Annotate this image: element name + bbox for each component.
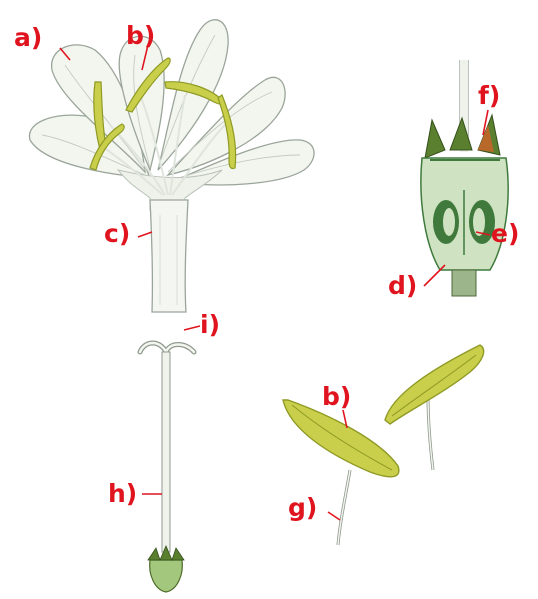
corolla-illustration	[29, 20, 314, 312]
label-g: g)	[288, 493, 317, 522]
anther-small	[385, 345, 484, 424]
label-i: i)	[200, 310, 220, 339]
style	[162, 352, 170, 552]
label-e: e)	[491, 219, 519, 248]
label-d: d)	[388, 271, 417, 300]
label-a: a)	[14, 23, 42, 52]
label-f: f)	[478, 81, 500, 110]
pistil-ovary	[150, 560, 183, 592]
corolla-tube	[150, 200, 188, 312]
label-c: c)	[104, 219, 130, 248]
label-b-bottom: b)	[322, 382, 351, 411]
pistil-illustration	[140, 343, 194, 592]
label-h: h)	[108, 479, 137, 508]
label-b-top: b)	[126, 21, 155, 50]
